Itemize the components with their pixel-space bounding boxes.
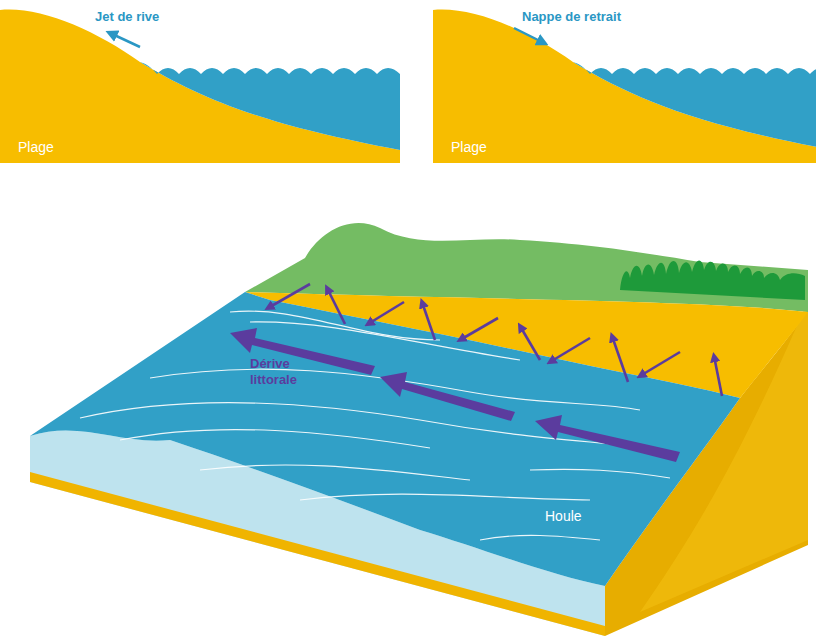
wave-label: Houle bbox=[545, 508, 582, 525]
current-label: Dérive littorale bbox=[250, 356, 322, 387]
process-label: Nappe de retrait bbox=[522, 9, 621, 25]
part-label: Plage bbox=[18, 139, 54, 156]
process-label: Jet de rive bbox=[95, 9, 159, 25]
part-label: Plage bbox=[451, 139, 487, 156]
